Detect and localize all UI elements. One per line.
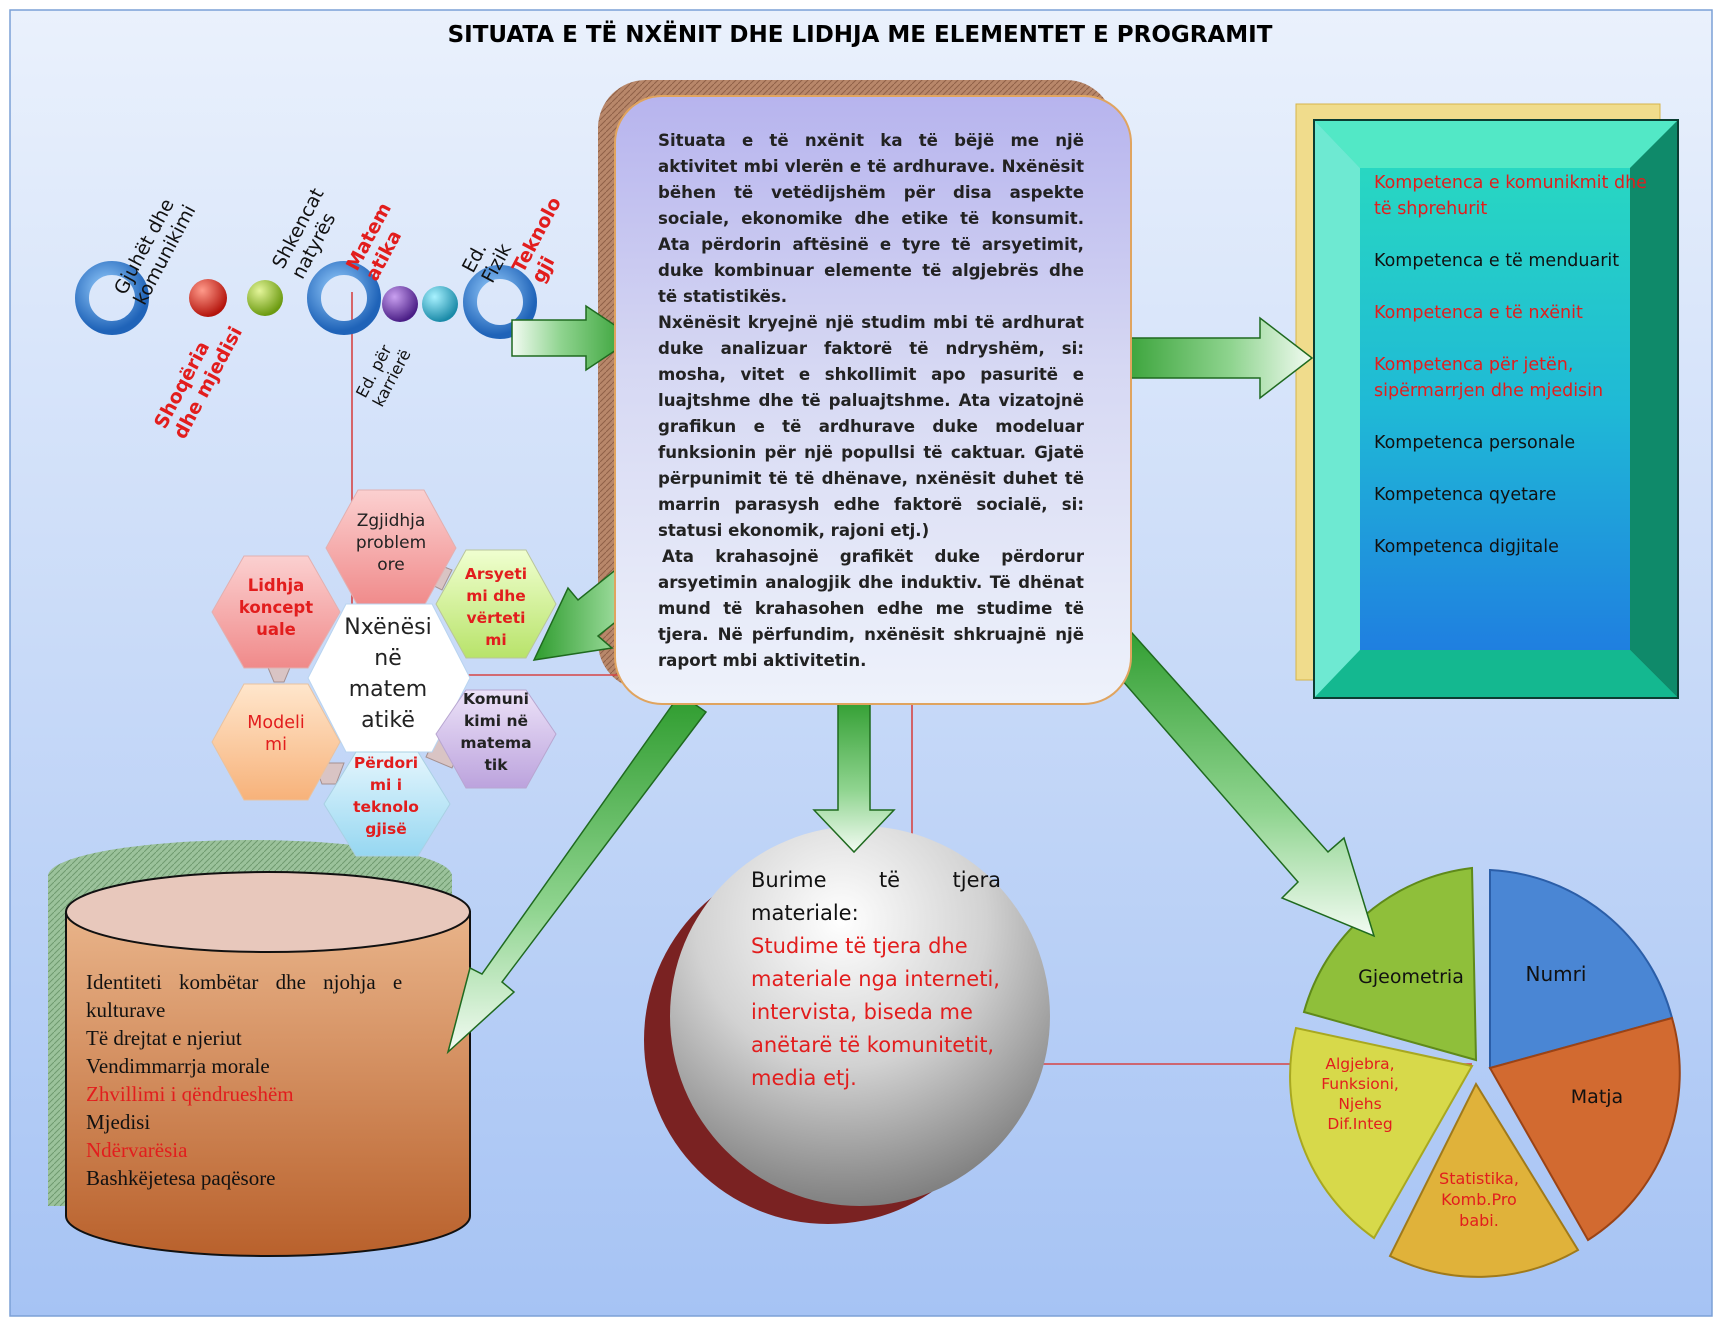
hexagon-modelimi-label: Modeli mi [247,713,305,755]
cylinder-item: Identiteti kombëtar dhe njohja e [86,970,403,994]
page-title: SITUATA E TË NXËNIT DHE LIDHJA ME ELEMEN… [447,22,1273,48]
sphere-heading-word: Burime [751,868,827,892]
hexagon-zgjidhja-label: Zgjidhja problem ore [355,511,427,575]
pie-label-algjebra: Algjebra, Funksioni, Njehs Dif.Integ [1321,1055,1399,1133]
center-box [614,95,1132,705]
cylinder-item: Vendimmarrja morale [86,1054,270,1078]
description-paragraph-2: Nxënësit kryejnë një studim mbi të ardhu… [658,313,1084,540]
cylinder-item: Ndërvarësia [86,1138,188,1162]
hexagon-komunikimi-label: Komuni kimi në matema tik [460,690,532,774]
pie-label-statistika: Statistika, Komb.Pro babi. [1439,1169,1519,1230]
competence-item: Kompetenca personale [1374,433,1576,453]
cylinder-item: kulturave [86,998,166,1022]
hexagon-lidhja [211,555,341,669]
sphere-heading-word: tjera [952,868,1002,892]
sphere-shape [644,826,1050,1224]
competence-item: Kompetenca e komunikmit dhe të shprehuri… [1374,173,1647,219]
description-paragraph-1: Situata e të nxënit ka të bëjë me një ak… [658,131,1084,306]
sphere-heading: Burime të tjera [751,864,1001,897]
competence-item: Kompetenca e të menduarit [1374,251,1620,271]
pie-chart [1289,866,1681,1278]
hexagon-arsyetimi [435,549,557,659]
subjects-chain [75,261,537,339]
competence-item: Kompetenca qyetare [1374,485,1557,505]
cylinder-list: Identiteti kombëtar dhe njohja e kultura… [86,968,448,1192]
competence-item: Kompetenca për jetën, sipërmarrjen dhe m… [1374,355,1604,401]
cylinder-item: Mjedisi [86,1110,151,1134]
cylinder-item: Të drejtat e njeriut [86,1026,242,1050]
pie-label-matja: Matja [1570,1086,1624,1108]
hexagon-arsyetimi-label: Arsyeti mi dhe vërteti mi [464,565,528,649]
hexagon-center-label: Nxënësi në matem atikë [344,615,432,733]
hexagon-perdorimi-label: Përdori mi i teknolo gjisë [353,754,419,838]
hexagon-perdorimi [323,751,451,857]
hexagon-lidhja-label: Lidhja koncept uale [238,576,314,639]
competence-list: Kompetenca e komunikmit dhe të shprehuri… [1374,170,1654,586]
sphere-body: Studime të tjera dhe materiale nga inter… [751,934,1000,1090]
pie-label-numri: Numri [1525,962,1587,986]
hexagon-modelimi [211,683,341,801]
arrow-to-cylinder [446,692,708,1055]
arrow-to-pie [1092,622,1376,938]
description-paragraph-3: Ata krahasojnë grafikët duke përdorur ar… [658,547,1084,670]
situation-description: Situata e të nxënit ka të bëjë me një ak… [658,128,1084,674]
arrow-to-competences [1109,316,1314,400]
arrow-to-subjects [511,304,636,372]
arrow-to-sphere [812,695,896,854]
hexagon-center [307,603,471,753]
pie-label-gjeometria: Gjeometria [1358,966,1464,988]
cylinder-item: Bashkëjetesa paqësore [86,1166,276,1190]
competence-item: Kompetenca digjitale [1374,537,1559,557]
cylinder-shape [48,840,471,1257]
sphere-text: Burime të tjera materiale: Studime të tj… [751,864,1001,1095]
cylinder-item: Zhvillimi i qëndrueshëm [86,1082,294,1106]
competence-box [1295,103,1679,699]
hexagon-komunikimi [435,689,557,789]
competence-item: Kompetenca e të nxënit [1374,303,1583,323]
sphere-heading-line2: materiale: [751,901,859,925]
sphere-heading-word: të [878,868,901,892]
